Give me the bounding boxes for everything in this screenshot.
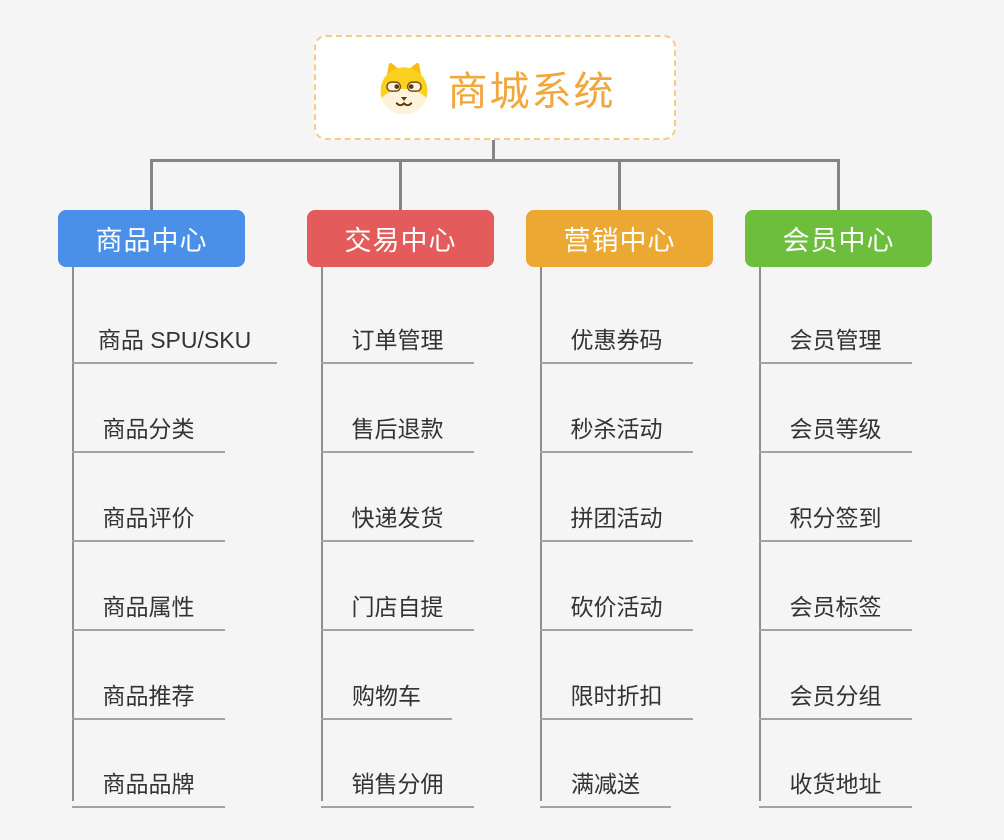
root-node[interactable]: 商城系统 <box>314 35 676 140</box>
connector-root-stub <box>492 140 495 161</box>
connector-horizontal <box>150 159 840 162</box>
leaf-product-review[interactable]: 商品评价 <box>72 489 225 542</box>
leaf-product-category[interactable]: 商品分类 <box>72 400 225 453</box>
branch-header-marketing-center[interactable]: 营销中心 <box>526 210 713 267</box>
leaf-coupon-code[interactable]: 优惠券码 <box>540 311 693 364</box>
root-title: 商城系统 <box>447 69 616 114</box>
connector-drop-marketing-center <box>618 159 621 212</box>
leaf-store-pickup[interactable]: 门店自提 <box>321 578 474 631</box>
connector-drop-trade-center <box>399 159 402 212</box>
leaf-member-level[interactable]: 会员等级 <box>759 400 912 453</box>
leaf-flash-sale[interactable]: 秒杀活动 <box>540 400 693 453</box>
leaf-group-buying[interactable]: 拼团活动 <box>540 489 693 542</box>
trunk-trade-center <box>321 267 323 801</box>
leaf-points-checkin[interactable]: 积分签到 <box>759 489 912 542</box>
leaf-member-tag[interactable]: 会员标签 <box>759 578 912 631</box>
leaf-product-spu-sku[interactable]: 商品 SPU/SKU <box>72 311 277 364</box>
leaf-shopping-cart[interactable]: 购物车 <box>321 667 452 720</box>
leaf-product-recommend[interactable]: 商品推荐 <box>72 667 225 720</box>
leaf-order-management[interactable]: 订单管理 <box>321 311 474 364</box>
leaf-express-shipping[interactable]: 快递发货 <box>321 489 474 542</box>
leaf-after-sales-refund[interactable]: 售后退款 <box>321 400 474 453</box>
branch-header-trade-center[interactable]: 交易中心 <box>307 210 494 267</box>
leaf-product-attribute[interactable]: 商品属性 <box>72 578 225 631</box>
leaf-member-group[interactable]: 会员分组 <box>759 667 912 720</box>
branch-header-product-center[interactable]: 商品中心 <box>58 210 245 267</box>
leaf-limited-time-discount[interactable]: 限时折扣 <box>540 667 693 720</box>
leaf-product-brand[interactable]: 商品品牌 <box>72 755 225 808</box>
trunk-product-center <box>72 267 74 801</box>
leaf-bargain-activity[interactable]: 砍价活动 <box>540 578 693 631</box>
trunk-marketing-center <box>540 267 542 801</box>
leaf-sales-commission[interactable]: 销售分佣 <box>321 755 474 808</box>
leaf-full-reduction[interactable]: 满减送 <box>540 755 671 808</box>
branch-header-member-center[interactable]: 会员中心 <box>745 210 932 267</box>
dog-icon <box>375 61 433 115</box>
leaf-shipping-address[interactable]: 收货地址 <box>759 755 912 808</box>
leaf-member-management[interactable]: 会员管理 <box>759 311 912 364</box>
connector-drop-product-center <box>150 159 153 212</box>
connector-drop-member-center <box>837 159 840 212</box>
trunk-member-center <box>759 267 761 801</box>
